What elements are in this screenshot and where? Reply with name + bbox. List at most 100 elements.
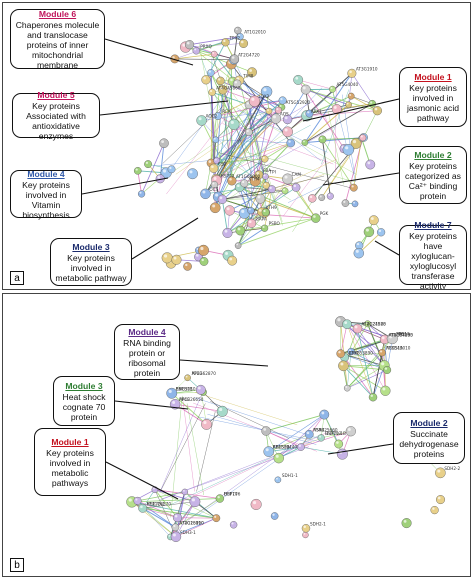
callout-text: Key proteins have xyloglucan-xyloglucosy… [409, 230, 457, 290]
protein-node [198, 244, 210, 256]
node-highlight [262, 156, 265, 159]
edge [343, 365, 388, 371]
node-highlight [220, 86, 223, 90]
callout-a-module-2: Module 2 Key proteins categorized as Ca²… [399, 146, 467, 204]
node-highlight [302, 86, 306, 90]
node-highlight [303, 532, 306, 535]
protein-node [368, 215, 379, 226]
edge [170, 501, 196, 538]
edge [221, 199, 228, 234]
node-highlight [379, 350, 383, 353]
callout-b-module-2: Module 2 Succinate dehydrogenase protein… [393, 412, 465, 464]
protein-node [261, 155, 269, 163]
node-highlight [251, 97, 255, 101]
protein-node [235, 225, 246, 236]
network-a: AT1G66000TIM8OCSAT5G52920AT4G45860LOX2AO… [81, 26, 400, 271]
node-label: AT1G07290 [389, 332, 414, 337]
node-label: PRXQ [200, 44, 212, 49]
protein-node [224, 205, 235, 216]
node-label: AT5G4040 [336, 82, 358, 87]
edge [175, 403, 223, 412]
callout-pointer [105, 461, 179, 500]
node-highlight [198, 117, 202, 121]
callout-pointer [179, 359, 269, 367]
edge [137, 170, 142, 194]
edge [239, 187, 286, 192]
protein-node [184, 374, 191, 382]
edge [239, 187, 252, 224]
node-highlight [333, 106, 337, 109]
protein-node [301, 524, 311, 533]
node-highlight [437, 469, 441, 473]
node-highlight [174, 514, 178, 518]
node-label: RSR4 [313, 427, 324, 432]
protein-node [212, 136, 220, 144]
node-label: AT3G45010 [386, 346, 411, 351]
edge [347, 351, 352, 389]
protein-node [338, 360, 349, 372]
node-highlight [280, 98, 283, 101]
node-label: GS2 [218, 161, 227, 166]
node-highlight [242, 180, 245, 184]
node-highlight [194, 48, 197, 51]
node-highlight [303, 525, 306, 529]
callout-title: Module 7 [414, 219, 452, 230]
node-highlight [241, 209, 245, 214]
node-highlight [276, 108, 279, 111]
node-highlight [169, 166, 172, 170]
edge [287, 89, 307, 120]
edge [222, 190, 286, 200]
protein-node [273, 452, 284, 464]
node-highlight [231, 56, 235, 59]
node-highlight [370, 217, 374, 220]
node-highlight [330, 87, 333, 90]
protein-node [239, 38, 249, 48]
node-highlight [288, 140, 291, 143]
node-highlight [191, 498, 195, 502]
protein-node [293, 74, 304, 85]
node-highlight [168, 534, 171, 537]
edge [131, 498, 220, 503]
edge [219, 75, 259, 129]
node-highlight [307, 111, 310, 114]
edge [265, 176, 297, 188]
network-b: AT3G53890AT4G34555RPS10AT2G21580AT3G4501… [105, 316, 461, 542]
protein-node [133, 496, 142, 505]
edge [252, 125, 283, 222]
protein-node [247, 207, 255, 215]
node-highlight [389, 335, 393, 339]
panel-label-a: a [10, 271, 24, 285]
node-highlight [213, 137, 216, 140]
edge [323, 113, 342, 154]
edge [240, 217, 316, 232]
edge [229, 210, 265, 229]
node-highlight [185, 263, 188, 267]
callout-pointer [104, 38, 194, 66]
node-highlight [264, 183, 267, 186]
node-highlight [344, 321, 348, 324]
protein-node [372, 106, 382, 116]
edge [243, 183, 252, 211]
protein-node [183, 262, 192, 271]
protein-node [212, 514, 221, 523]
nodes: AT1G66000TIM8OCSAT5G52920AT4G45860LOX2AO… [133, 26, 386, 271]
node-label: HSP70-1B [325, 431, 346, 436]
protein-node [159, 138, 169, 149]
edge [347, 369, 388, 389]
node-highlight [145, 161, 149, 164]
node-label: SDH1-1 [282, 473, 298, 478]
protein-node [133, 167, 142, 175]
node-highlight [355, 249, 359, 253]
protein-node [262, 173, 269, 180]
node-highlight [248, 208, 251, 211]
edge [292, 186, 323, 232]
protein-node [267, 185, 276, 194]
edge [306, 110, 378, 117]
node-label: PSBO [269, 221, 281, 226]
protein-node [282, 126, 293, 138]
node-highlight [328, 193, 331, 196]
node-highlight [252, 177, 256, 181]
edge [268, 414, 325, 452]
node-label: AT4G25660 [313, 427, 338, 432]
